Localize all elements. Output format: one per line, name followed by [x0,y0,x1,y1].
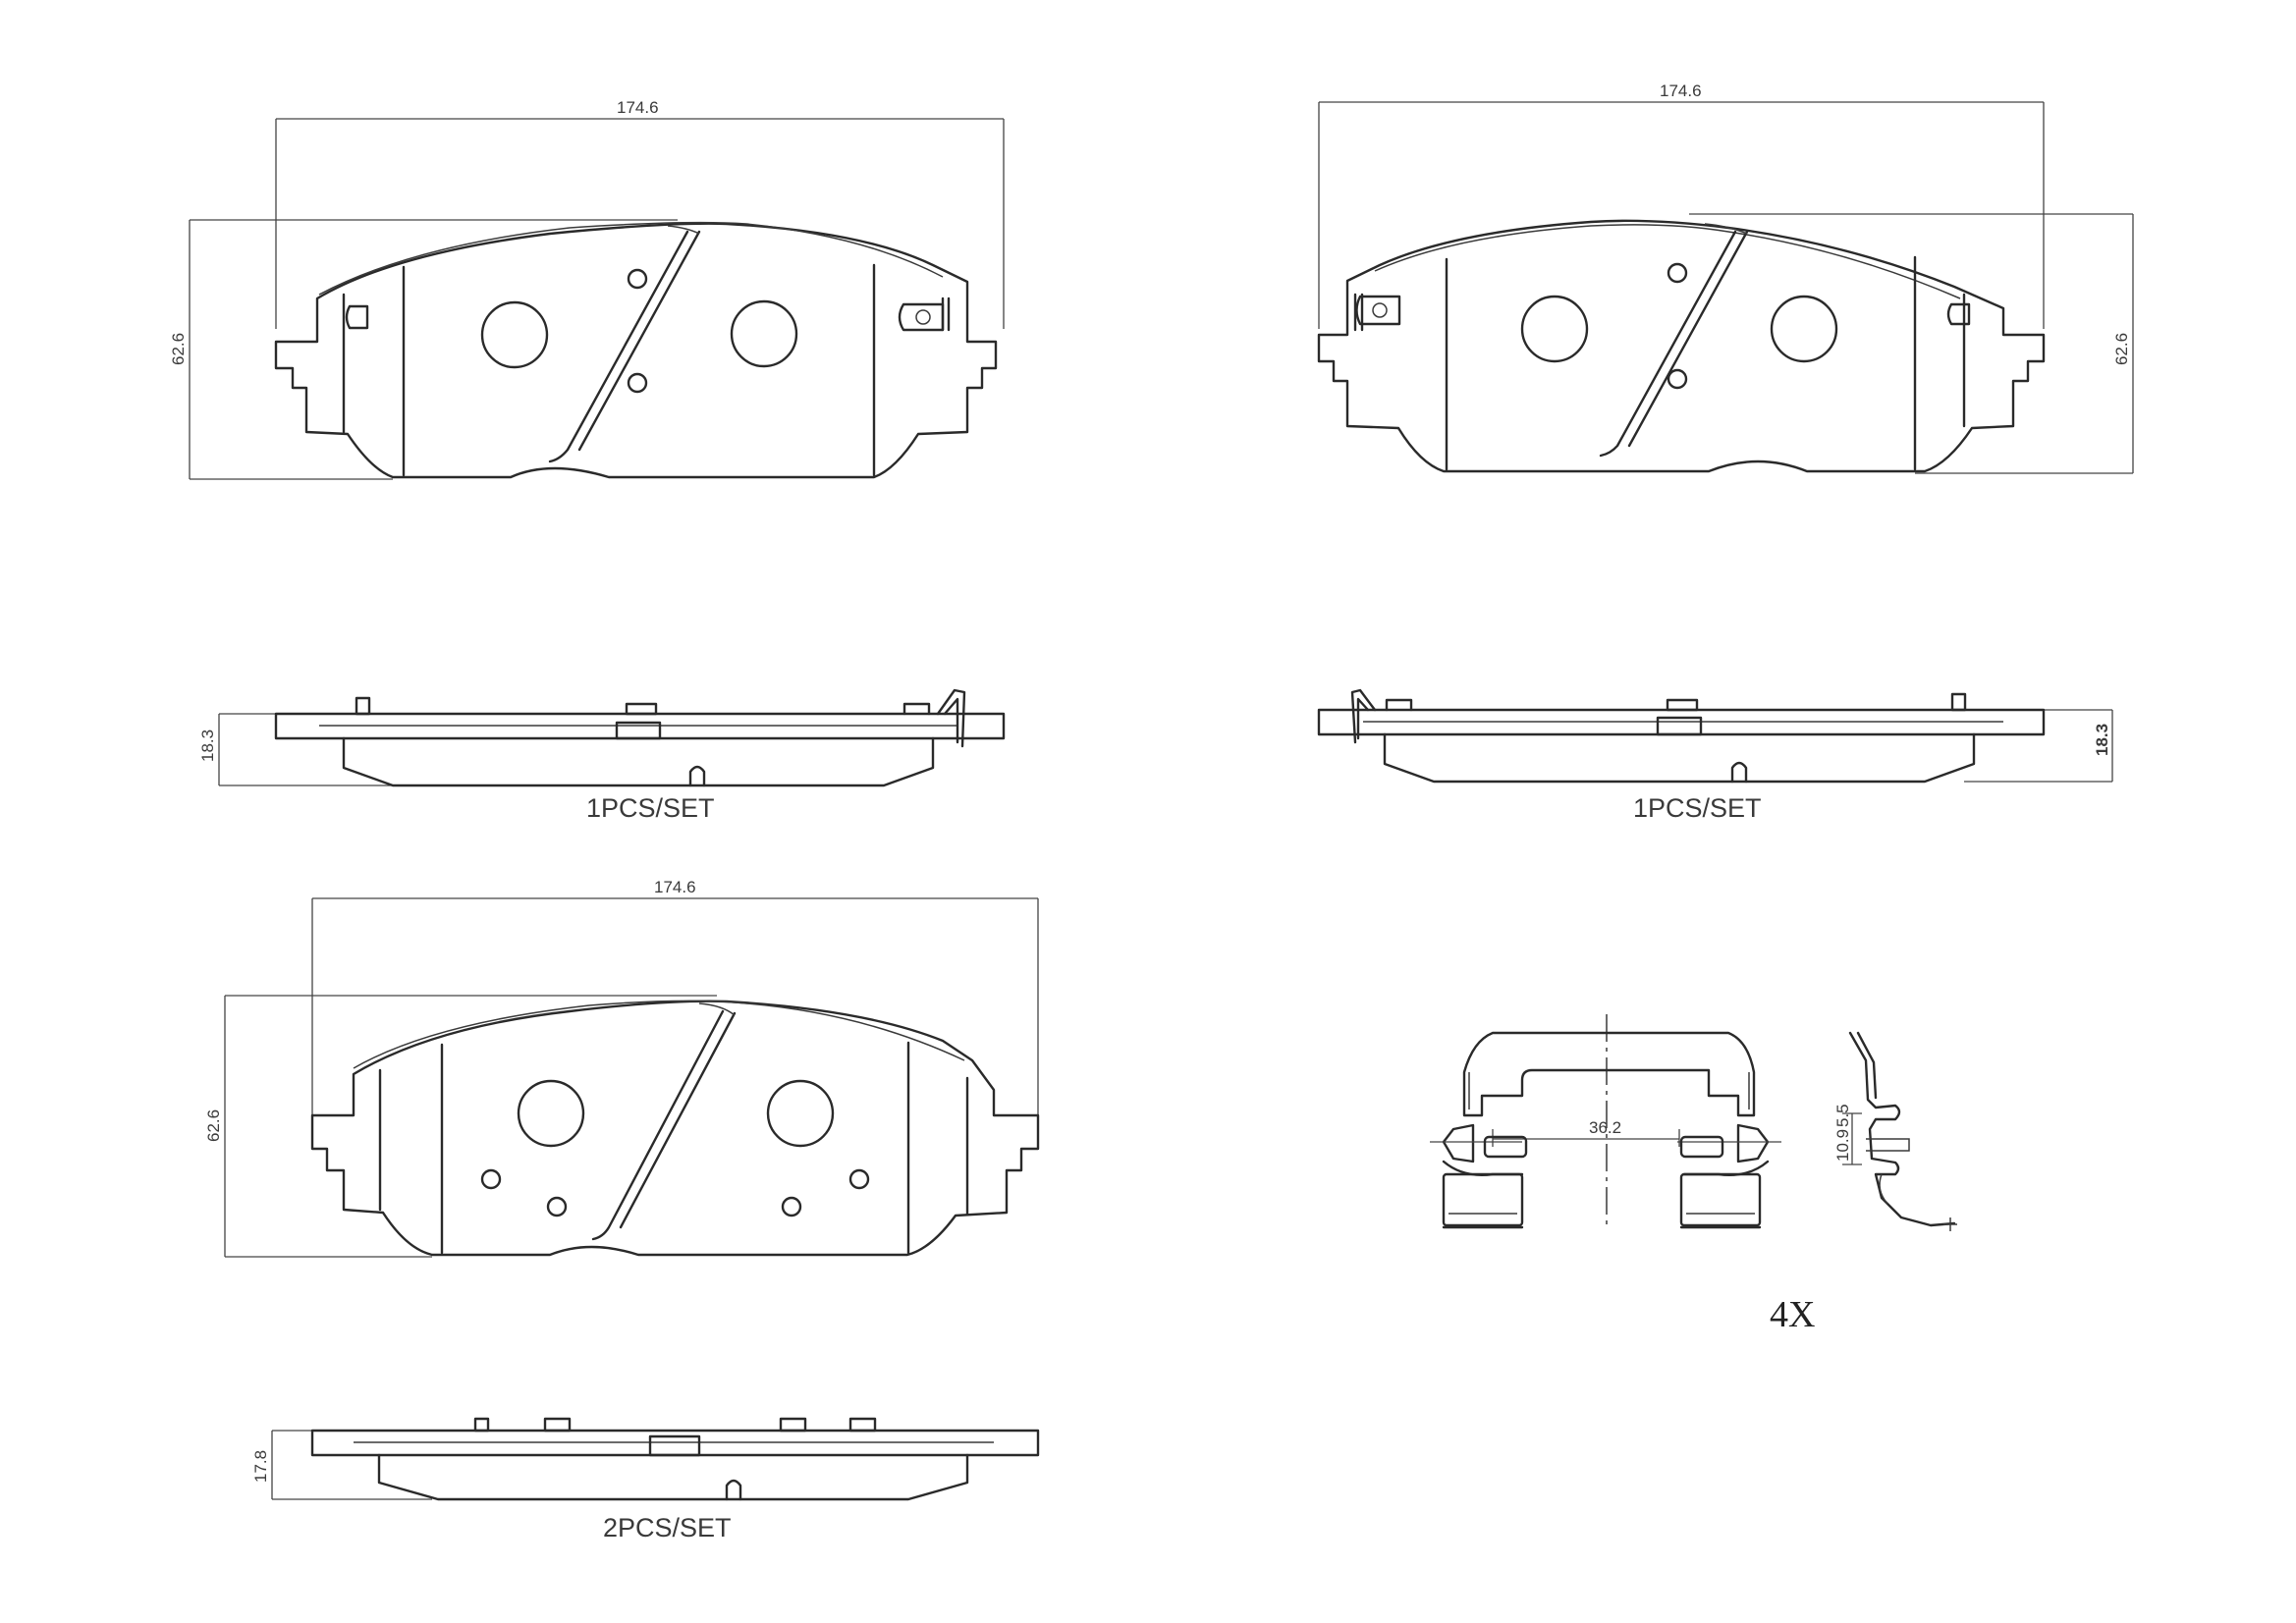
pad-1-width-dim: 174.6 [617,98,659,117]
pad-1-side-view: 18.3 1PCS/SET [198,688,1006,823]
pad-3-height-dim: 62.6 [204,1109,223,1142]
pad-2-height-dim: 62.6 [2112,333,2131,365]
clip-dim-a: 10.9 [1833,1129,1852,1162]
pad-3-side-view: 17.8 2PCS/SET [251,1417,1040,1542]
abutment-clip-front-view: 36.2 [1430,1014,1781,1229]
pad-2-qty-label: 1PCS/SET [1633,793,1762,823]
pad-3-qty-label: 2PCS/SET [603,1513,732,1542]
clip-dim-b: 5.5 [1833,1104,1852,1127]
pad-1-thickness-dim: 18.3 [198,730,217,762]
pad-1-height-dim: 62.6 [169,333,188,365]
pad-3-face-view: 174.6 62.6 [204,878,1040,1258]
pad-2-side-view: 18.3 1PCS/SET [1317,688,2113,823]
pad-2-width-dim: 174.6 [1660,81,1702,100]
pad-3-thickness-dim: 17.8 [251,1450,270,1483]
pad-2-thickness-dim: 18.3 [2093,724,2111,756]
clip-span-dim: 36.2 [1589,1118,1621,1137]
pad-3-width-dim: 174.6 [654,878,696,896]
pad-1-qty-label: 1PCS/SET [586,793,715,823]
abutment-clip-side-view: 10.9 5.5 [1833,1031,1957,1231]
pad-2-face-view: 174.6 62.6 [1317,81,2134,474]
clip-qty-label: 4X [1770,1294,1815,1335]
pad-1-face-view: 174.6 62.6 [169,98,1005,480]
